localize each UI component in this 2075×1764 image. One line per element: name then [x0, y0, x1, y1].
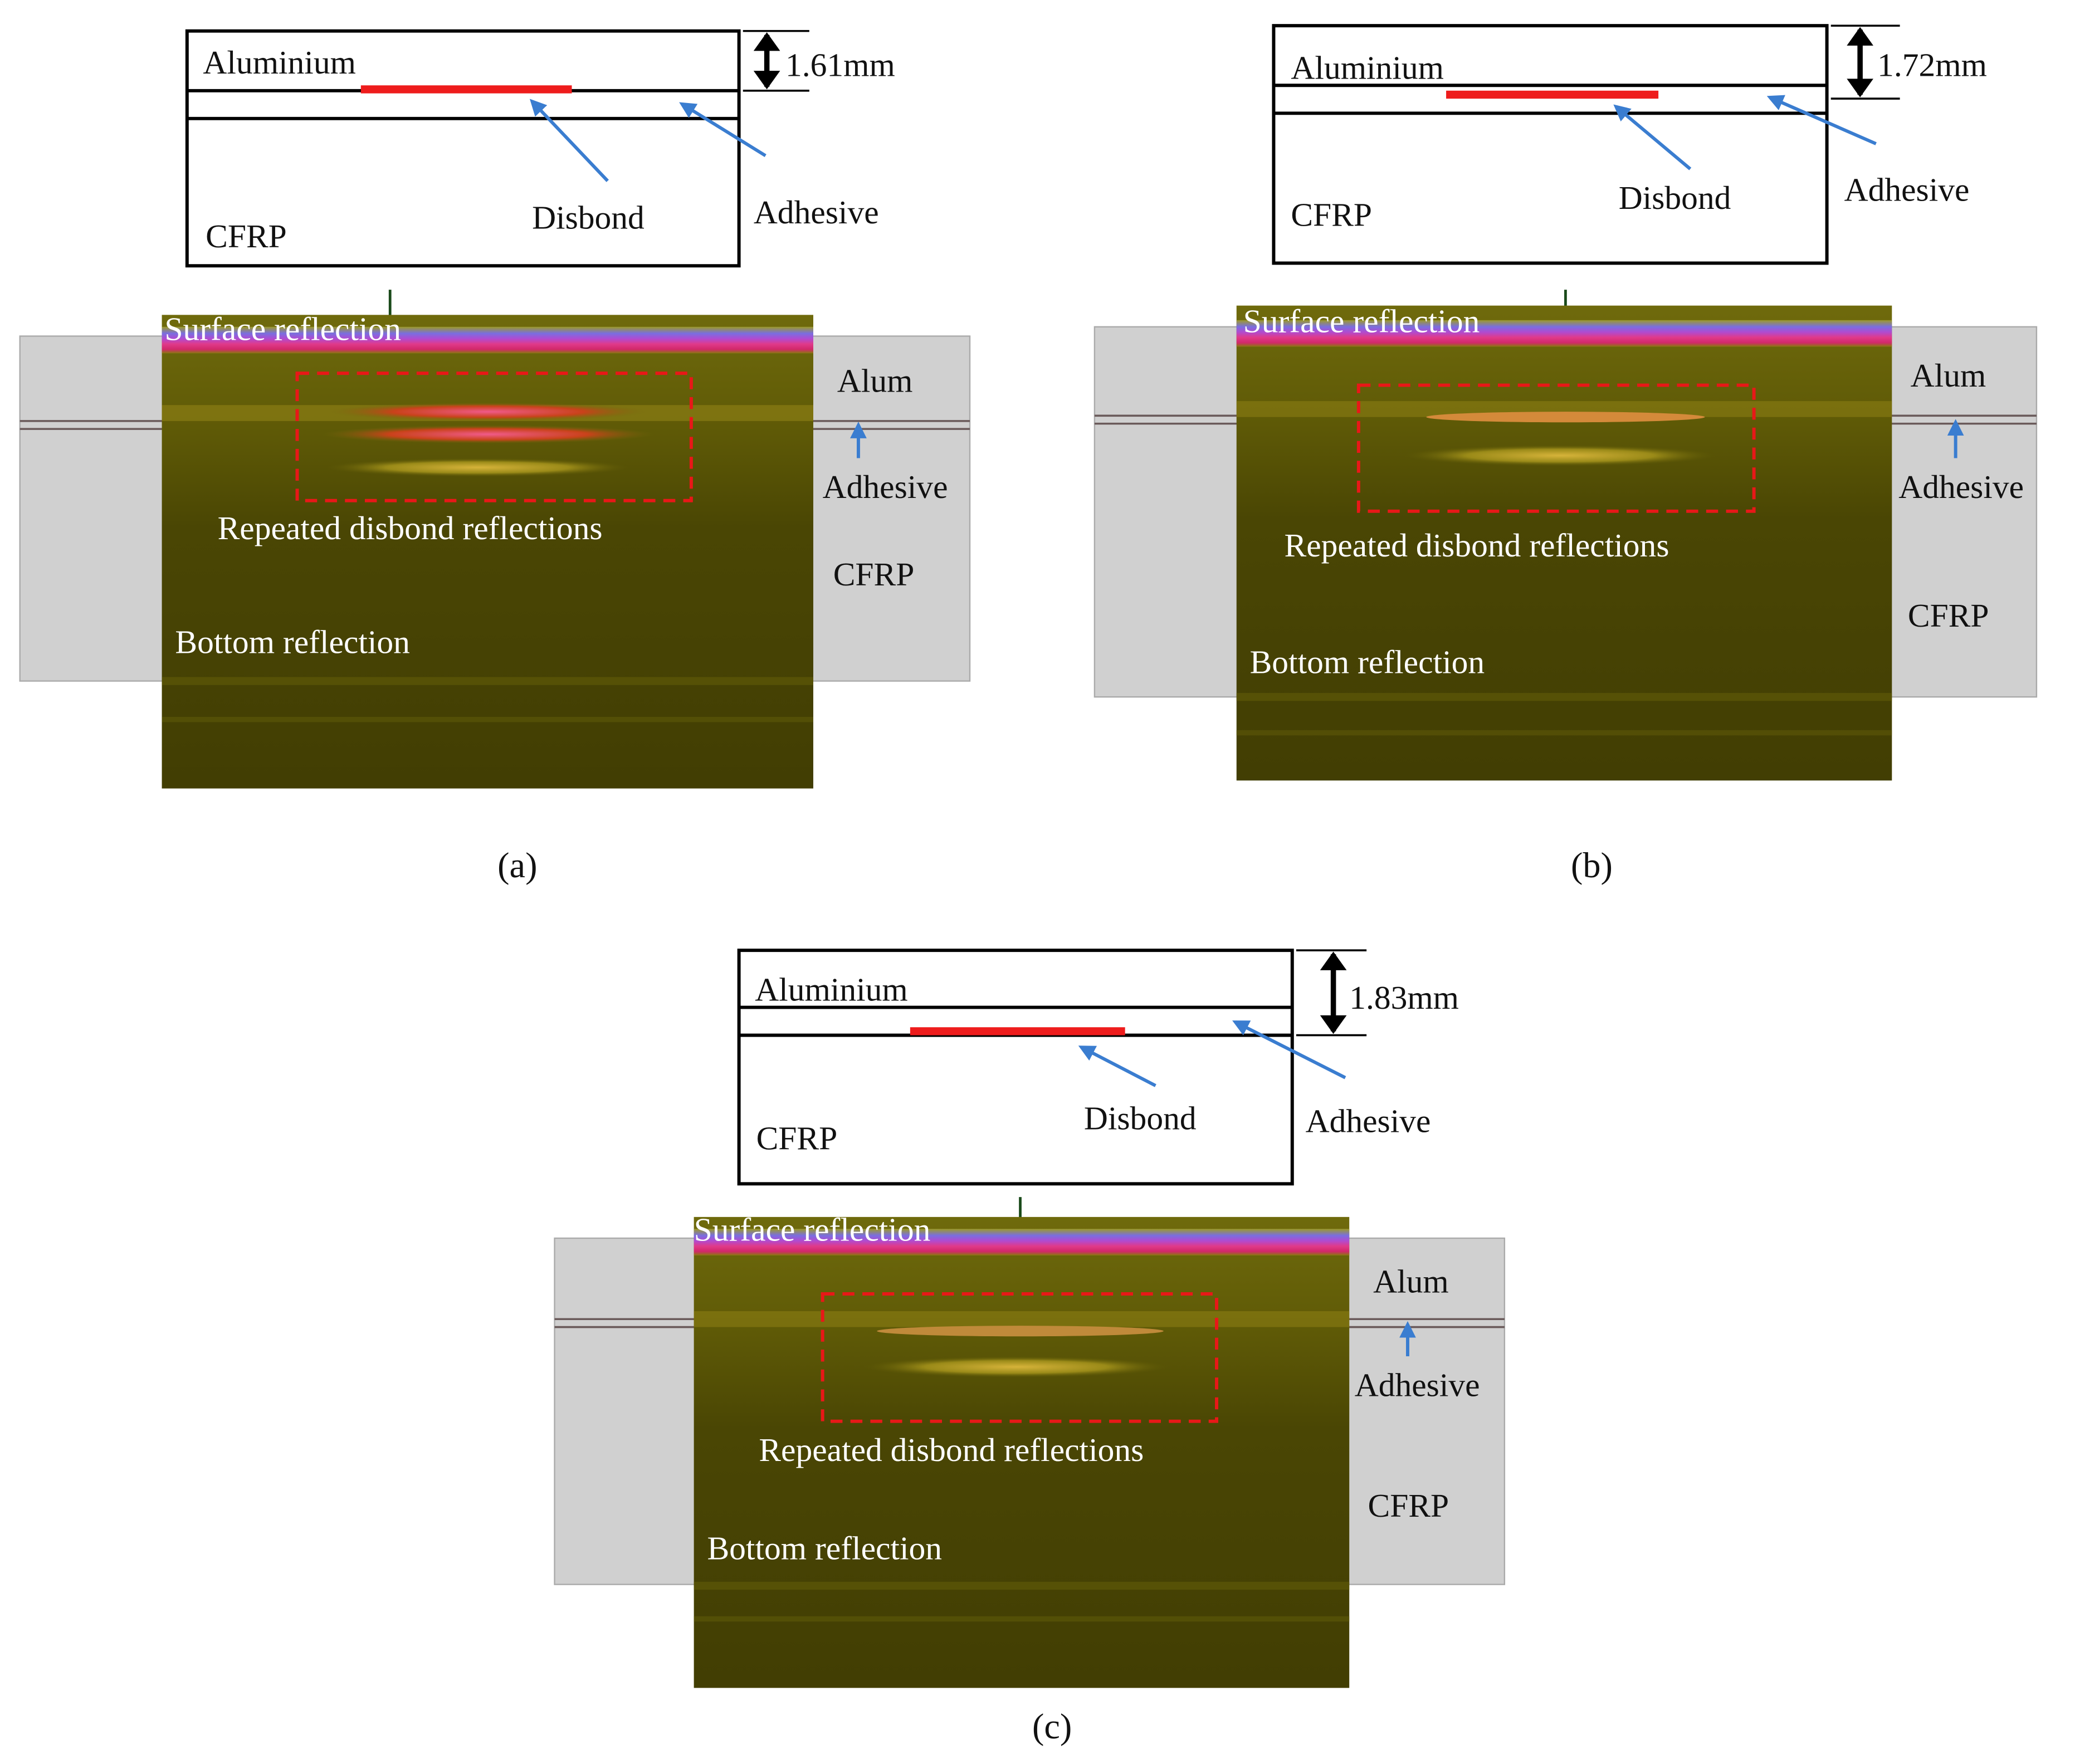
adhesive-arrow	[1766, 95, 1877, 145]
scan-cfrp-label: CFRP	[1368, 1487, 1449, 1524]
schematic-outline	[1272, 24, 1829, 265]
scan-adhesive-label: Adhesive	[1898, 468, 2024, 505]
scan-adhesive-label: Adhesive	[1355, 1366, 1480, 1403]
caption-a: (a)	[497, 846, 537, 885]
disbond-echo-3	[325, 458, 631, 477]
alum-label: Alum	[1373, 1263, 1449, 1300]
bottom-band-2	[1236, 730, 1892, 736]
cfrp-label: CFRP	[1291, 197, 1372, 233]
repeated-reflections-label: Repeated disbond reflections	[218, 510, 603, 546]
bottom-band	[162, 677, 813, 685]
surface-band	[162, 326, 813, 354]
thickness-arrowhead-up	[1320, 951, 1347, 970]
thickness-arrowhead-up	[753, 32, 780, 51]
adhesive-label: Adhesive	[1844, 171, 1970, 208]
panel-b: Aluminium CFRP Disbond Adhesive 1.72mm	[1093, 24, 2038, 885]
bottom-band	[1236, 693, 1892, 701]
bottom-reflection-label: Bottom reflection	[707, 1530, 942, 1566]
disbond-label: Disbond	[1084, 1100, 1197, 1137]
repeated-reflections-label: Repeated disbond reflections	[1284, 527, 1669, 564]
repeated-reflection-box	[821, 1292, 1219, 1423]
surface-band	[694, 1229, 1350, 1255]
thickness-label: 1.61mm	[785, 47, 895, 84]
schematic-a: Aluminium CFRP Disbond Adhesive 1.61mm	[185, 29, 895, 414]
adhesive-arrow	[1232, 1020, 1346, 1079]
cfrp-label: CFRP	[756, 1120, 838, 1156]
scan-cfrp-label: CFRP	[833, 556, 915, 593]
disbond-arrow	[1613, 104, 1692, 170]
bottom-band-2	[162, 716, 813, 722]
repeated-reflection-box	[295, 372, 693, 502]
adhesive-label: Adhesive	[754, 194, 879, 231]
bottom-reflection-label: Bottom reflection	[175, 624, 410, 661]
surface-reflection-label: Surface reflection	[164, 311, 401, 348]
schematic-outline	[185, 29, 741, 268]
thickness-arrowhead-down	[753, 71, 780, 90]
disbond-echo-2	[1403, 444, 1717, 466]
thickness-arrowhead-down	[1847, 79, 1873, 97]
schematic-c: Aluminium CFRP Disbond Adhesive 1.83mm	[737, 949, 1459, 1327]
thickness-arrowhead-up	[1847, 27, 1873, 46]
adhesive-label: Adhesive	[1306, 1102, 1431, 1139]
disbond-echo-1	[1426, 412, 1705, 423]
schematic-outline	[737, 949, 1294, 1186]
aluminium-label: Aluminium	[755, 971, 908, 1008]
thickness-label: 1.83mm	[1349, 979, 1459, 1016]
surface-reflection-label: Surface reflection	[694, 1211, 931, 1248]
disbond-echo-2	[863, 1356, 1169, 1378]
thickness-arrowhead-down	[1320, 1015, 1347, 1034]
disbond-arrow	[1078, 1045, 1156, 1087]
bottom-reflection-label: Bottom reflection	[1250, 643, 1485, 680]
cfrp-label: CFRP	[206, 218, 287, 255]
caption-c: (c)	[1032, 1707, 1072, 1746]
panel-a: Aluminium CFRP Disbond Adhesive 1.61mm	[19, 29, 971, 885]
scan-image	[162, 315, 813, 789]
disbond-echo-1	[329, 402, 648, 421]
repeated-reflections-label: Repeated disbond reflections	[759, 1431, 1144, 1468]
aluminium-label: Aluminium	[203, 44, 356, 81]
caption-b: (b)	[1571, 846, 1613, 885]
surface-reflection-label: Surface reflection	[1243, 302, 1480, 339]
surface-band	[1236, 320, 1892, 347]
scan-adhesive-label: Adhesive	[823, 468, 948, 505]
adhesive-arrow	[679, 102, 766, 158]
bottom-band-2	[694, 1616, 1350, 1622]
disbond-arrow	[529, 99, 609, 182]
scan-cfrp-label: CFRP	[1908, 597, 1989, 634]
schematic-b: Aluminium CFRP Disbond Adhesive 1.72mm	[1272, 24, 1987, 417]
disbond-label: Disbond	[532, 199, 645, 236]
bottom-band	[694, 1581, 1350, 1590]
disbond-echo-1	[877, 1326, 1164, 1337]
repeated-reflection-box	[1356, 383, 1756, 513]
scan-b: Surface reflection Repeated disbond refl…	[1093, 302, 2038, 781]
panel-c: Aluminium CFRP Disbond Adhesive 1.83mm	[554, 949, 1506, 1746]
alum-label: Alum	[837, 362, 913, 399]
interface-band	[694, 1311, 1350, 1327]
scan-a: Surface reflection Repeated disbond refl…	[19, 311, 971, 789]
aluminium-label: Aluminium	[1291, 49, 1444, 86]
disbond-label: Disbond	[1619, 179, 1731, 216]
alum-label: Alum	[1911, 357, 1986, 394]
disbond-echo-2	[322, 424, 655, 444]
thickness-label: 1.72mm	[1877, 47, 1987, 84]
scan-c: Surface reflection Repeated disbond refl…	[554, 1211, 1506, 1688]
